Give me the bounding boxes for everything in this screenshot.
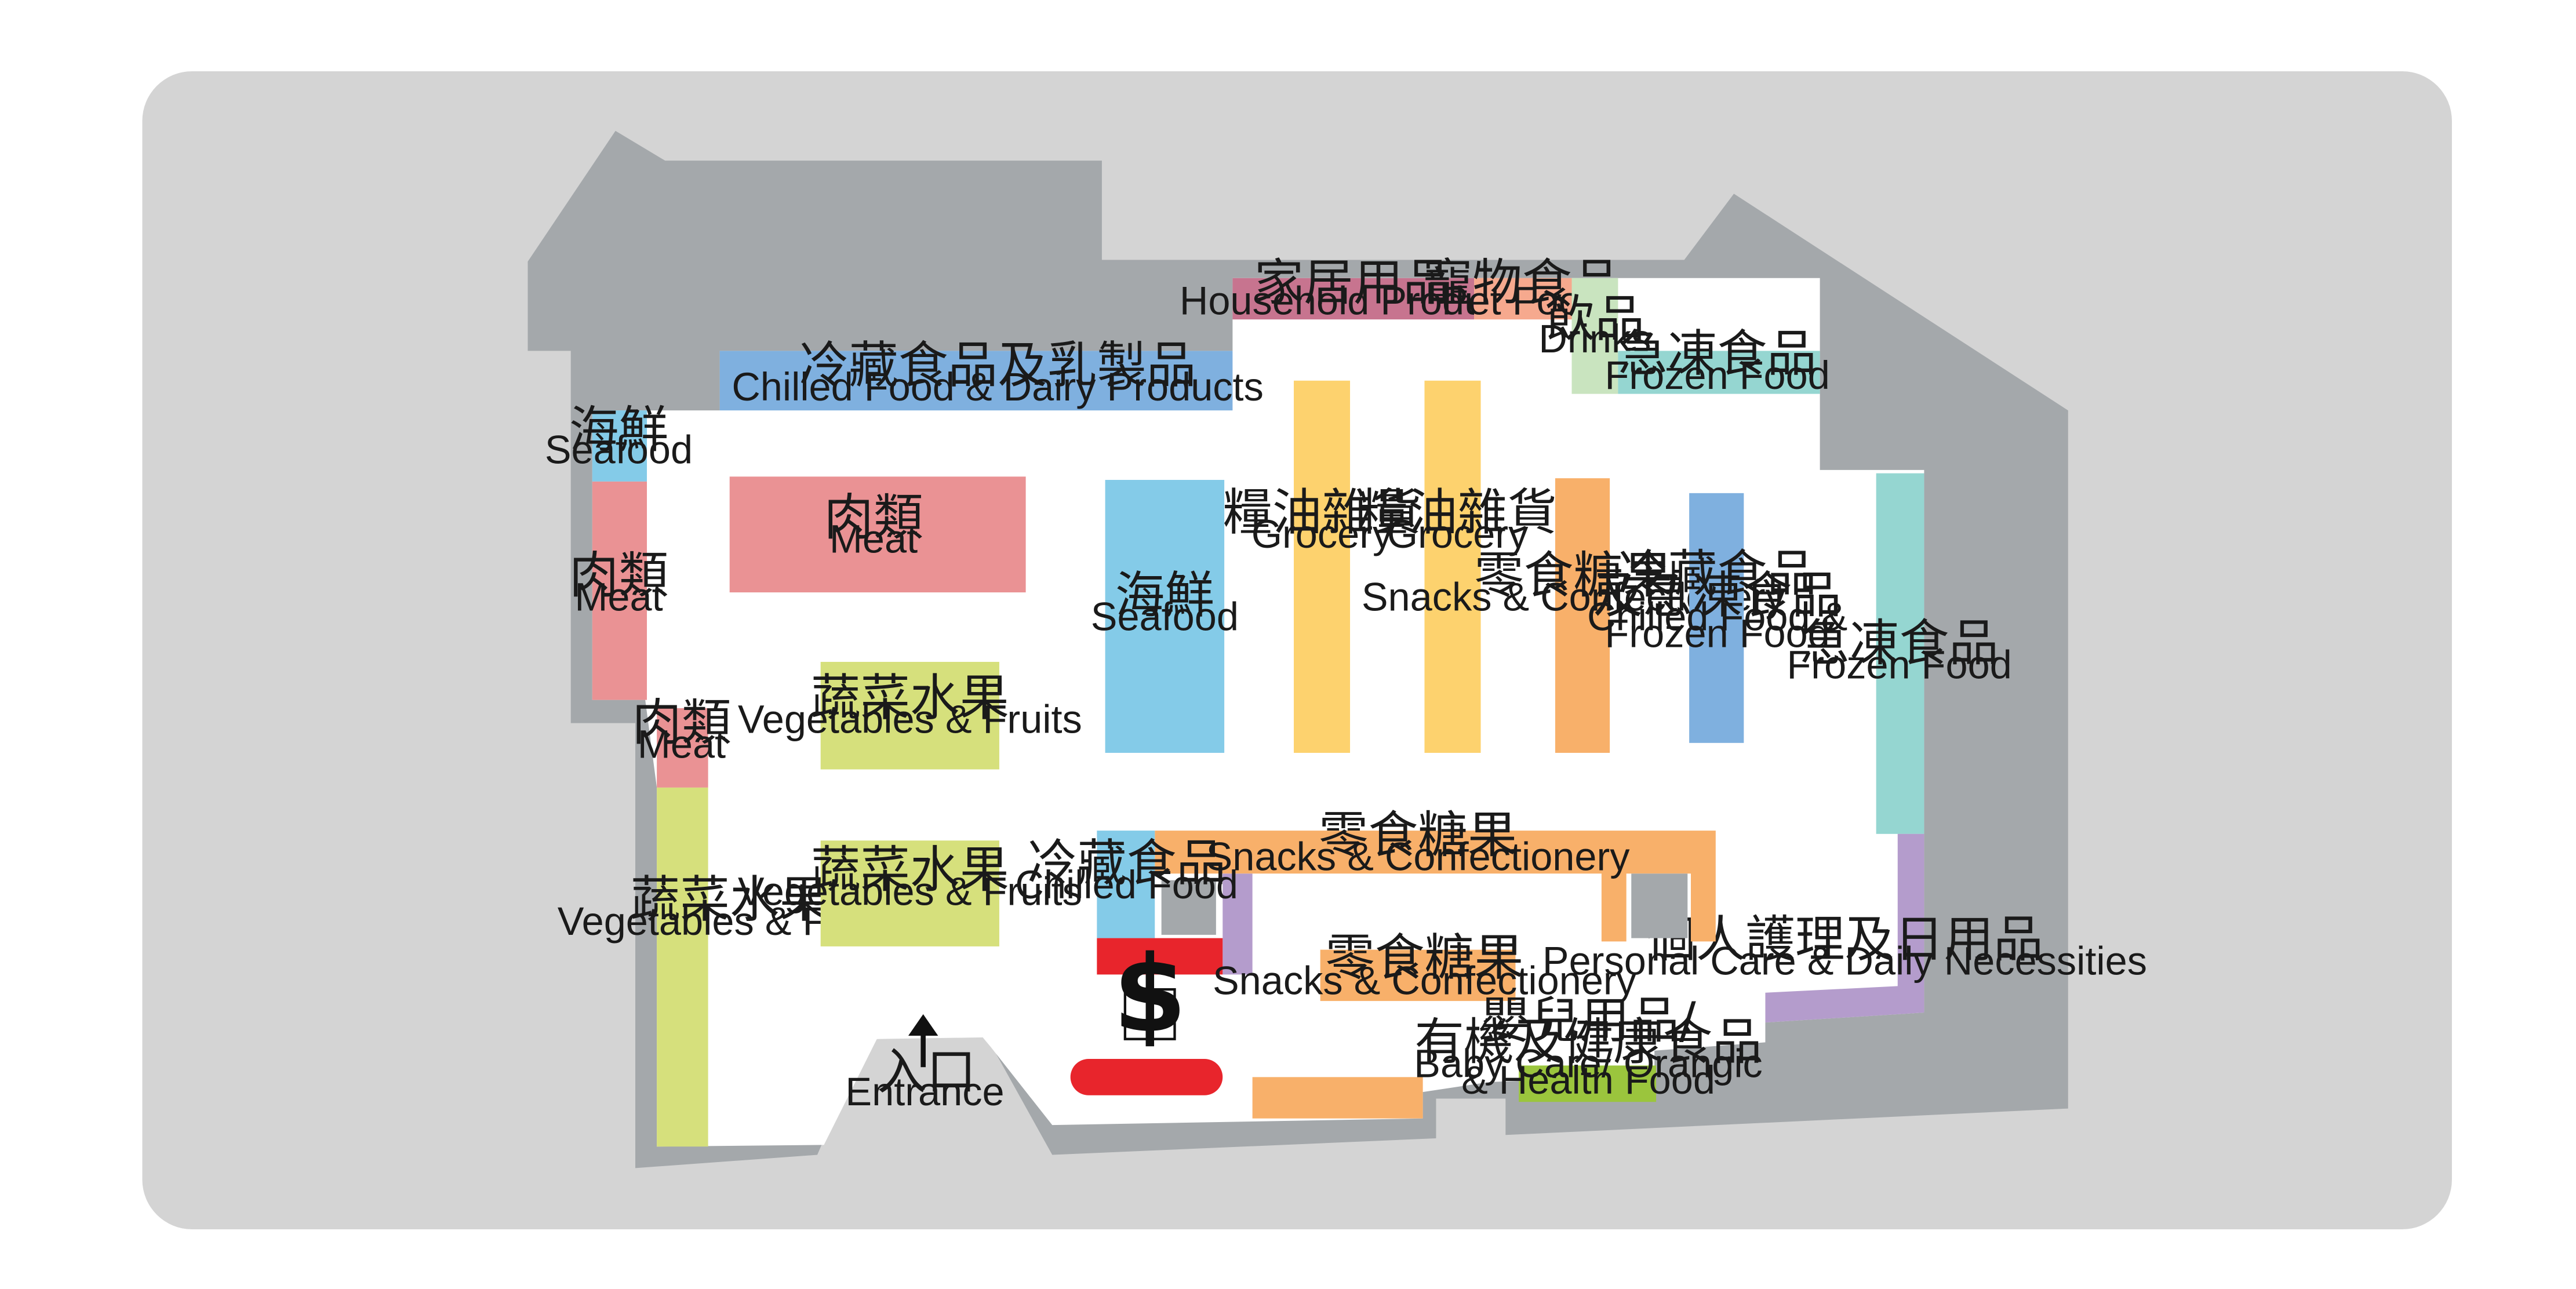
cashier-counter-block (1097, 938, 1223, 975)
section-label-zh: 飲品 (1545, 291, 1644, 348)
section-label-zh: 急凍食品 (1618, 326, 1816, 383)
svg-text:$: $ (1113, 933, 1187, 1056)
section-label-en: Chilled Food & (1587, 595, 1847, 639)
fixture-block (1631, 873, 1688, 938)
section-label-en: Frozen Food (1787, 643, 2011, 687)
section-label-zh: 海鮮 (1115, 567, 1214, 624)
section-label-zh: 蔬菜水果 (811, 842, 1009, 899)
section-chilled-dairy: 冷藏食品及乳製品 Chilled Food & Dairy Products (719, 337, 1264, 411)
section-label-zh: 零食糖果 (1474, 547, 1672, 605)
section-label-zh: 肉類 (632, 694, 731, 752)
section-frozen-food-right: 急凍食品 Frozen Food (1787, 473, 2012, 834)
entrance-marker: 入口 Entrance (845, 1014, 1005, 1114)
cashier-icon: $ (1113, 933, 1187, 1056)
section-label-en: Frozen Food (1604, 353, 1829, 398)
section-label-en: Chilled Food (1015, 862, 1238, 907)
section-grocery-1: 糧油雜貨 Grocery (1222, 380, 1421, 753)
entrance-label-en: Entrance (845, 1069, 1004, 1114)
section-label-en: & Health Food (1461, 1058, 1715, 1102)
section-grocery-2: 糧油雜貨 Grocery (1358, 380, 1557, 753)
section-label-zh: 家居用品 (1254, 254, 1453, 312)
section-seafood-left: 海鮮 Seafood (545, 402, 693, 482)
section-meat-left: 肉類 Meat (569, 481, 668, 700)
section-label-en: Meat (829, 517, 918, 562)
section-vegetables-island-2: 蔬菜水果 Vegetables & Fruits (738, 840, 1082, 946)
section-snacks-island: 零食糖果 Snacks & Confectionery (1213, 929, 1637, 1003)
section-baby-care: 嬰兒用品/ 有機及健康食品 Baby Care/ Orangic & Healt… (1414, 992, 1763, 1102)
section-label-en: Meat (638, 722, 726, 767)
section-label-en: Snacks & Confectionery (1213, 959, 1637, 1003)
cashier-counter (1070, 1058, 1223, 1095)
section-label-zh: 急凍食品 (1800, 615, 1998, 672)
section-meat-small: 肉類 Meat (632, 694, 732, 788)
section-snacks-aisle: 零食糖果 Snacks & Confectionery (1362, 478, 1786, 753)
section-label-en: Baby Care/ Orangic (1414, 1041, 1763, 1086)
section-label-zh: 海鮮 (569, 402, 668, 459)
section-label-zh: 有機及健康食品 (1414, 1014, 1762, 1071)
section-label-zh: 冷藏食品及乳製品 (799, 337, 1196, 395)
section-label-en: Grocery (1251, 512, 1393, 556)
section-chilled-food: 冷藏食品 Chilled Food (1015, 831, 1253, 975)
section-label-en: Vegetables & Fruits (738, 697, 1082, 742)
section-frozen-food-top: 急凍食品 Frozen Food (1604, 326, 1829, 398)
section-label-zh: 糧油雜貨 (1222, 485, 1421, 542)
section-label-en: Frozen Food (1604, 611, 1829, 656)
section-label-en: Snacks & Confectionery (1206, 835, 1631, 879)
purple-shelf (1222, 873, 1253, 975)
section-label-zh: 嬰兒用品/ (1480, 992, 1695, 1050)
entrance-arrowhead-icon (908, 1014, 938, 1036)
section-meat-island: 肉類 Meat (729, 476, 1026, 593)
section-label-zh: 蔬菜水果 (630, 872, 828, 929)
section-label-en: Grocery (1387, 512, 1529, 556)
section-label-en: Vegetables & Fruits (738, 869, 1082, 914)
entrance-label-zh: 入口 (877, 1043, 976, 1101)
section-label-zh: 零食糖果 (1319, 807, 1517, 864)
section-label-en: Seafood (545, 427, 693, 472)
section-snacks-counter: 零食糖果 Snacks & Confectionery (1155, 807, 1716, 942)
section-label-zh: 肉類 (569, 547, 668, 605)
section-label-en: Personal Care & Daily Necessities (1542, 938, 2147, 983)
section-chilled-frozen-island: 冷藏食品 及急凍食品 Chilled Food & Frozen Food (1587, 493, 1847, 743)
section-seafood-island: 海鮮 Seafood (1091, 480, 1239, 753)
section-label-en: Chilled Food & Dairy Products (732, 365, 1264, 409)
section-drinks: 飲品 Drinks (1538, 278, 1651, 394)
section-label-zh: 零食糖果 (1325, 929, 1523, 986)
section-label-zh: 肉類 (824, 489, 923, 547)
section-label-zh: 冷藏食品 (1618, 545, 1816, 603)
section-label-en: Meat (574, 574, 663, 619)
section-label-zh: 冷藏食品 (1027, 835, 1225, 893)
fixture-block (1161, 880, 1216, 935)
section-label-zh: 蔬菜水果 (811, 669, 1009, 727)
section-label-zh: 糧油雜貨 (1358, 485, 1556, 542)
section-vegetables-island-1: 蔬菜水果 Vegetables & Fruits (738, 661, 1082, 770)
section-label-zh: 及急凍食品 (1593, 567, 1842, 624)
section-label-en: Seafood (1091, 595, 1239, 639)
snacks-display-bottom (1252, 1077, 1423, 1119)
